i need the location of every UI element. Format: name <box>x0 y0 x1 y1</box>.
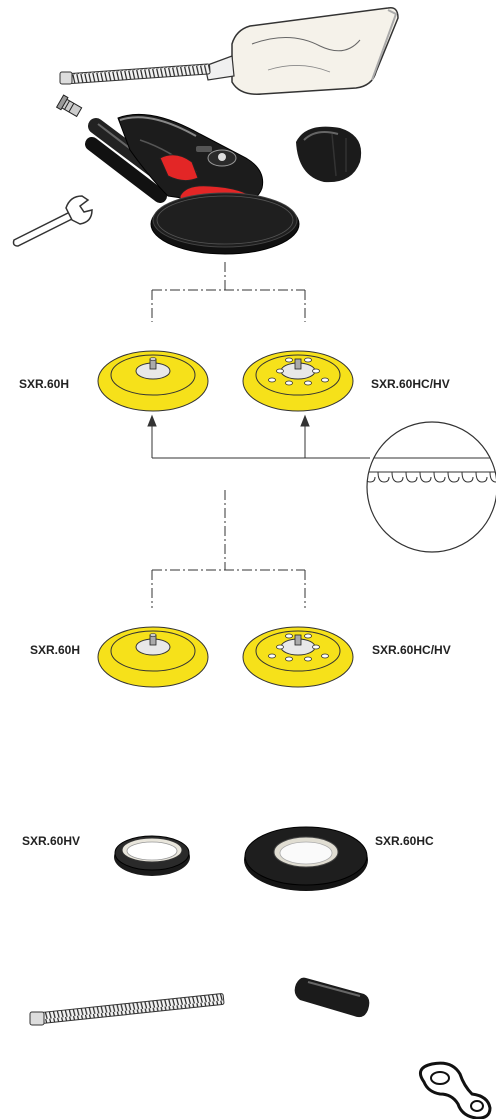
connector-lines-lower <box>151 490 306 608</box>
rubber-sleeve <box>294 977 370 1018</box>
ring-sxr-60hc <box>244 826 368 891</box>
label-sxr-60hc-lower: SXR.60HC/HV <box>372 643 451 657</box>
label-sxr-60hv: SXR.60HV <box>22 834 81 848</box>
bag-hose <box>59 63 211 85</box>
pad-sxr-60h-lower <box>97 626 209 688</box>
ring-sxr-60hv <box>114 835 190 876</box>
spare-hose <box>29 993 225 1026</box>
velcro-connector-lines <box>147 414 370 459</box>
wrench <box>12 195 93 247</box>
velcro-detail-magnifier <box>366 421 496 553</box>
dust-bag <box>204 6 399 95</box>
label-sxr-60h-lower: SXR.60H <box>30 643 81 657</box>
knob-cap <box>296 126 362 183</box>
connector-lines-upper <box>151 262 306 322</box>
label-sxr-60h-upper: SXR.60H <box>19 377 70 391</box>
pad-sxr-60hc-lower <box>242 626 354 688</box>
label-sxr-60hc-upper: SXR.60HC/HV <box>371 377 450 391</box>
figure8-gasket <box>418 1061 492 1119</box>
label-sxr-60hc: SXR.60HC <box>375 834 434 848</box>
sander-tool <box>85 113 300 255</box>
pad-sxr-60h-upper <box>97 350 209 412</box>
air-fitting <box>55 94 83 118</box>
pad-sxr-60hc-upper <box>242 350 354 412</box>
